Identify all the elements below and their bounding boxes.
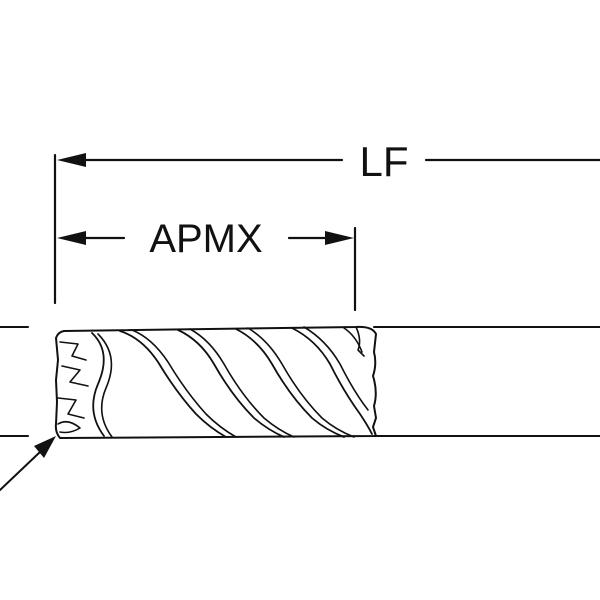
- shank: [373, 326, 600, 437]
- apmx-label: APMX: [149, 217, 262, 261]
- leader-line: [0, 451, 41, 491]
- flute-3: [177, 329, 285, 438]
- lf-dimension: LF: [53, 138, 600, 305]
- end-face-cut-3: [57, 397, 85, 419]
- flute-1: [91, 332, 105, 437]
- apmx-arrow-right: [325, 231, 354, 245]
- apmx-dimension: APMX: [57, 217, 357, 312]
- end-face-cut-2: [61, 365, 89, 387]
- apmx-arrow-left: [57, 231, 86, 245]
- leader-arrow-head: [34, 436, 56, 458]
- left-phantom-shank: [0, 326, 29, 437]
- fluted-cutting-section: [54, 325, 377, 439]
- flute-5-edge: [303, 326, 369, 411]
- flute-2-edge: [131, 329, 237, 438]
- flute-runout: [355, 326, 365, 357]
- flute-4: [235, 328, 345, 438]
- flute-4-edge: [247, 327, 355, 438]
- corner-chip-bottom: [57, 420, 81, 434]
- flute-2: [119, 330, 227, 438]
- end-face-cut-1: [59, 341, 87, 361]
- lf-label: LF: [359, 138, 408, 185]
- lf-arrow-left: [57, 153, 86, 167]
- flute-5: [291, 327, 373, 435]
- flute-6-tip: [343, 327, 363, 353]
- flute-3-edge: [189, 328, 295, 438]
- flute-body-outline: [54, 325, 377, 439]
- flute-1-edge: [97, 333, 113, 438]
- leader-arrow: [0, 436, 56, 491]
